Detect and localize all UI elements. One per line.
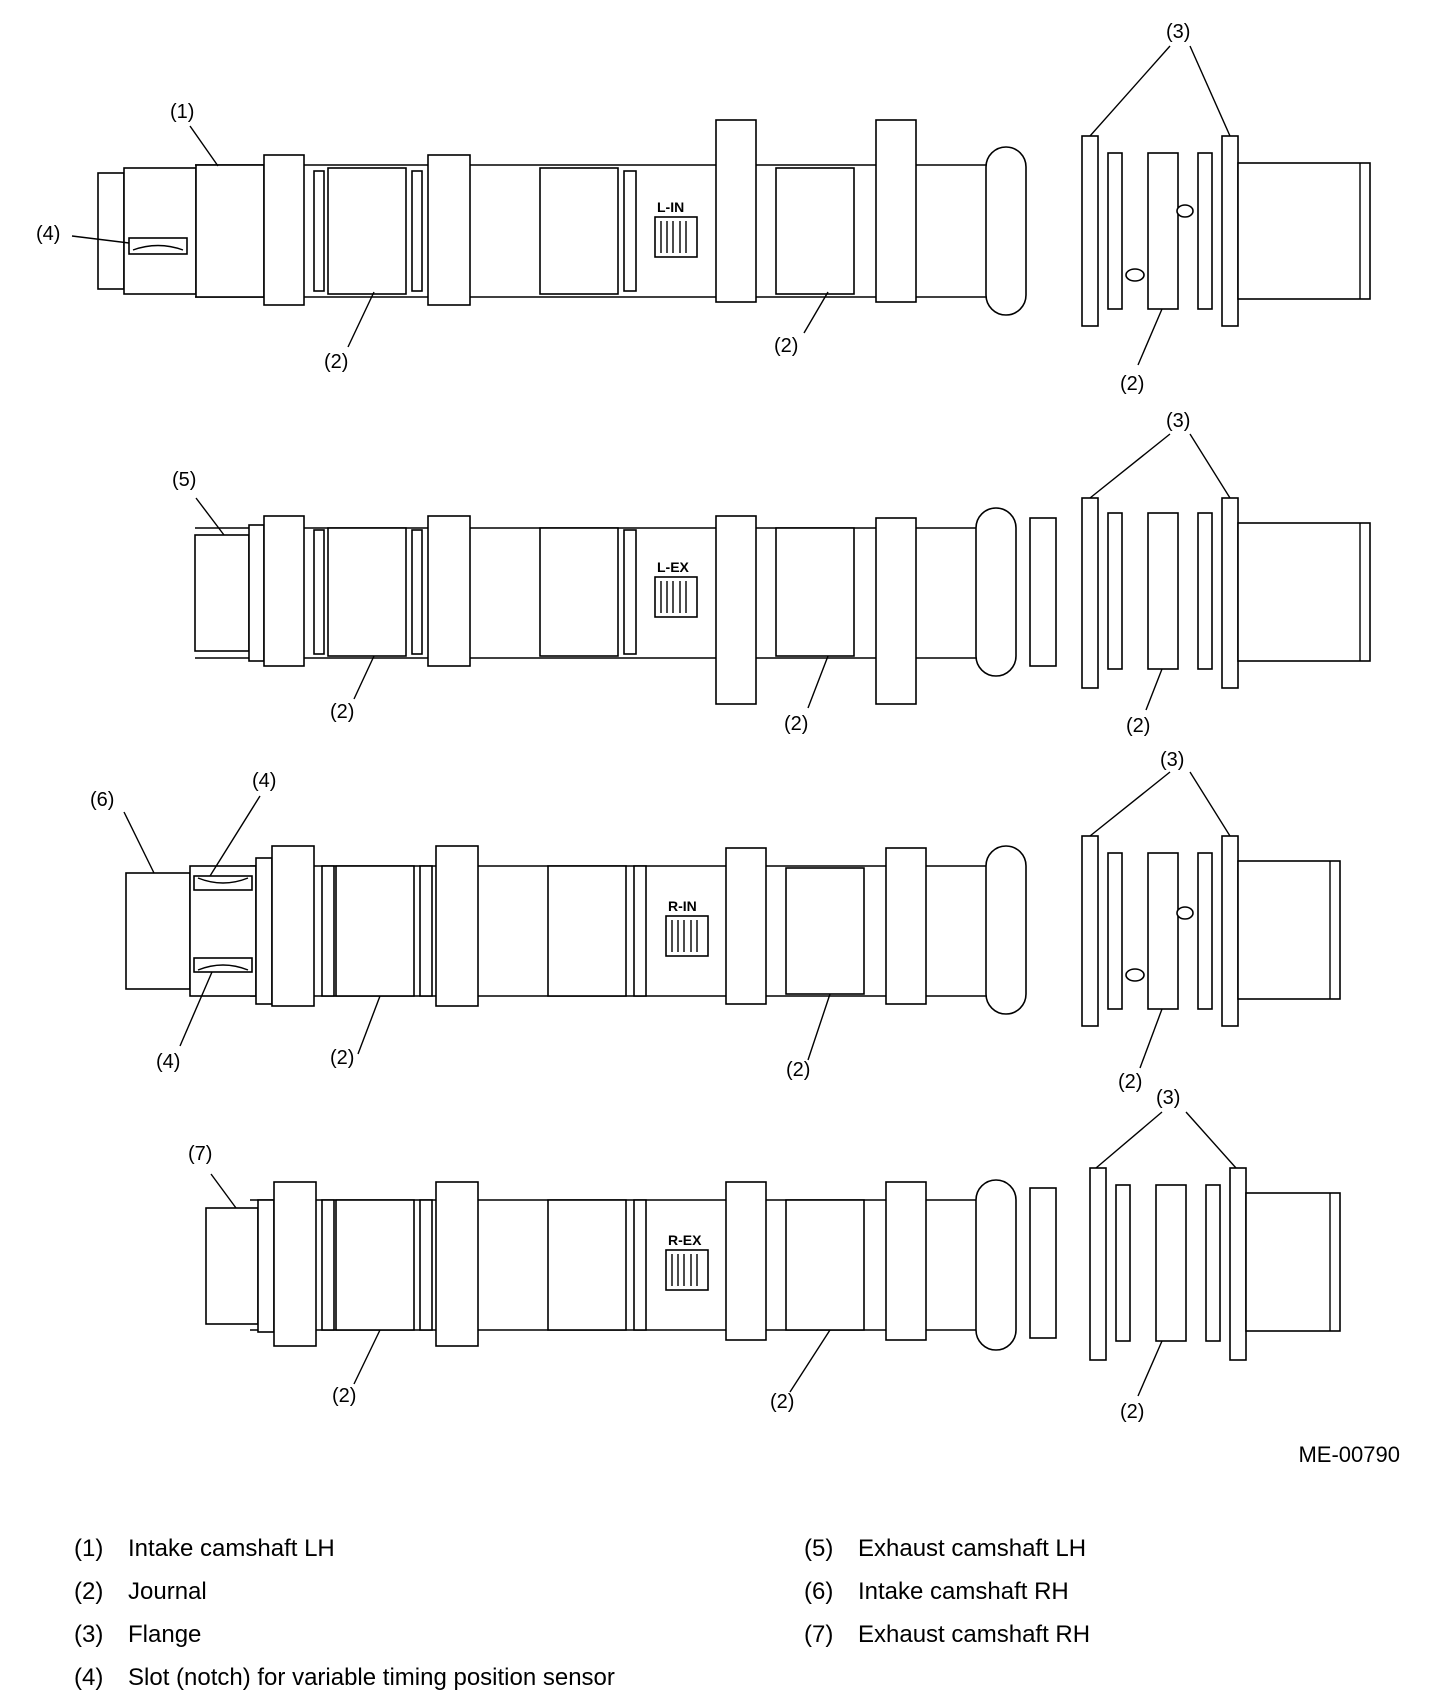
callout-4: (4): [36, 223, 60, 245]
callout-2: (2): [1120, 1401, 1144, 1423]
legend-text: Journal: [128, 1578, 207, 1605]
legend-text: Intake camshaft RH: [858, 1578, 1069, 1605]
callout-3: (3): [1156, 1087, 1180, 1109]
legend-item: (5) Exhaust camshaft LH: [804, 1535, 1090, 1578]
legend-text: Exhaust camshaft LH: [858, 1535, 1087, 1562]
callout-3: (3): [1160, 749, 1184, 771]
shaft-label: L-EX: [657, 559, 690, 575]
legend-item: (4) Slot (notch) for variable timing posi…: [74, 1664, 615, 1707]
callout-2: (2): [332, 1385, 356, 1407]
callout-7: (7): [188, 1143, 212, 1165]
shaft-label: R-EX: [668, 1232, 702, 1248]
callout-2: (2): [1126, 715, 1150, 737]
legend-item: (1) Intake camshaft LH: [74, 1535, 615, 1578]
legend-number: (2): [74, 1578, 104, 1605]
callout-1: (1): [170, 101, 194, 123]
camshaft-exhaust-rh: R-EX: [205, 1167, 1341, 1361]
callout-5: (5): [172, 469, 196, 491]
callout-2: (2): [1118, 1071, 1142, 1093]
shaft-label: R-IN: [668, 898, 697, 914]
camshaft-intake-rh: R-IN: [125, 835, 1341, 1027]
callouts: (1) (4) (2) (2) (2) (3) (5) (2) (2) (2) …: [36, 21, 1190, 1423]
camshaft-exhaust-lh: L-EX: [194, 497, 1371, 705]
callout-3: (3): [1166, 21, 1190, 43]
callout-3: (3): [1166, 410, 1190, 432]
callout-2: (2): [784, 713, 808, 735]
callout-2: (2): [324, 351, 348, 373]
callout-4: (4): [156, 1051, 180, 1073]
legend-text: Exhaust camshaft RH: [858, 1621, 1091, 1648]
legend-number: (6): [804, 1578, 834, 1605]
legend-number: (3): [74, 1621, 104, 1648]
legend-number: (5): [804, 1535, 834, 1562]
legend-item: (3) Flange: [74, 1621, 615, 1664]
legend-number: (1): [74, 1535, 104, 1562]
legend-item: (7) Exhaust camshaft RH: [804, 1621, 1090, 1664]
callout-4: (4): [252, 770, 276, 792]
figure-code: ME-00790: [1298, 1442, 1400, 1467]
legend-item: (6) Intake camshaft RH: [804, 1578, 1090, 1621]
callout-2: (2): [786, 1059, 810, 1081]
legend-number: (4): [74, 1664, 104, 1691]
shaft-label: L-IN: [657, 199, 684, 215]
callout-2: (2): [1120, 373, 1144, 395]
leader-lines: [71, 45, 1237, 1397]
legend-right: (5) Exhaust camshaft LH (6) Intake camshaf…: [804, 1535, 1090, 1664]
legend-text: Intake camshaft LH: [128, 1535, 335, 1562]
callout-2: (2): [774, 335, 798, 357]
legend-number: (7): [804, 1621, 834, 1648]
camshaft-intake-lh: L-IN: [97, 119, 1371, 327]
callout-2: (2): [330, 1047, 354, 1069]
callout-6: (6): [90, 789, 114, 811]
legend-item: (2) Journal: [74, 1578, 615, 1621]
legend-text: Flange: [128, 1621, 202, 1648]
legend-left: (1) Intake camshaft LH (2) Journal (3) Flan…: [74, 1535, 615, 1707]
legend-text: Slot (notch) for variable timing positio…: [128, 1664, 615, 1691]
callout-2: (2): [330, 701, 354, 723]
callout-2: (2): [770, 1391, 794, 1413]
